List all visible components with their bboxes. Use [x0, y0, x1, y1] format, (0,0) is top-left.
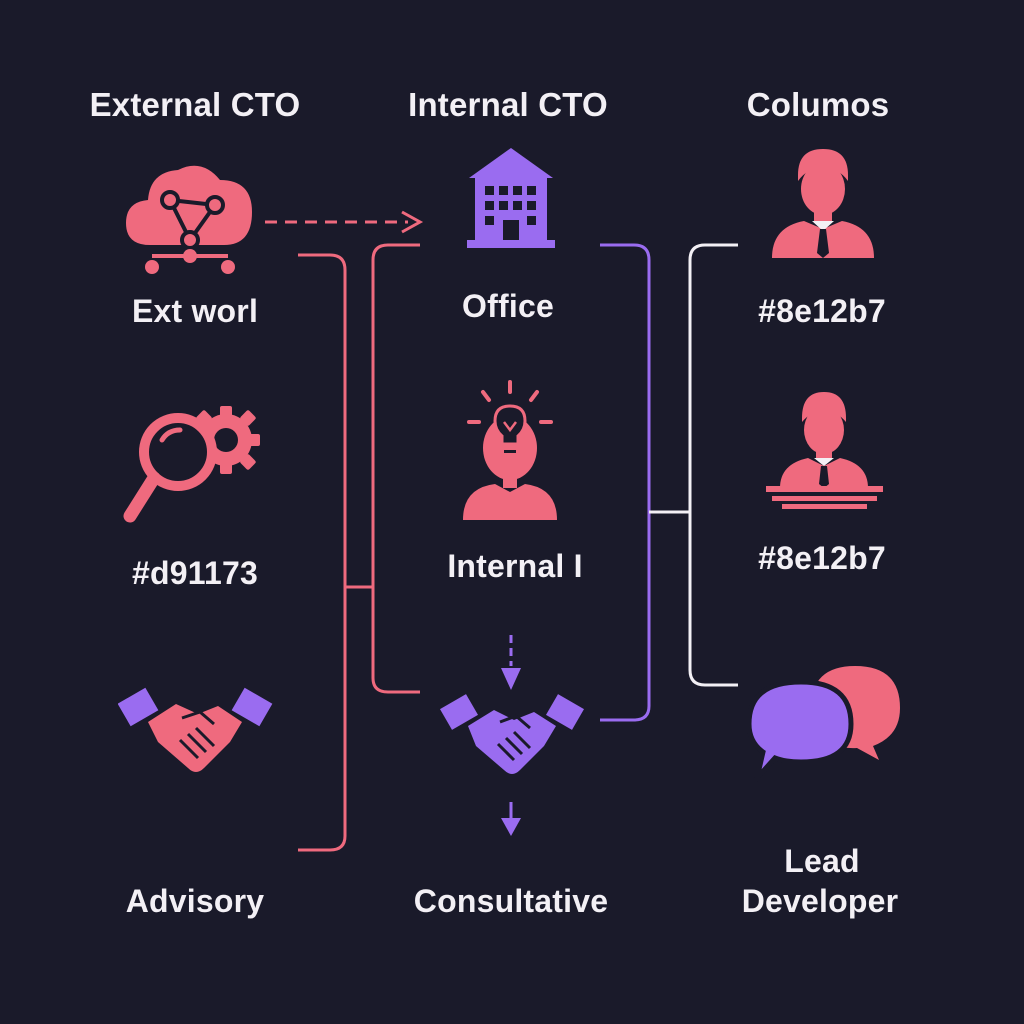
third-bracket: [688, 243, 738, 687]
label-developer: Developer: [741, 883, 899, 919]
chat-bubbles-icon: [746, 666, 900, 782]
person-tie-icon: [772, 149, 874, 258]
label-internal-i: Internal I: [447, 548, 583, 584]
label-advisory: Advisory: [125, 883, 265, 919]
label-8e12b7-second: #8e12b7: [758, 540, 886, 576]
label-8e12b7-first: #8e12b7: [758, 293, 886, 329]
internal-bracket-left: [371, 243, 420, 694]
office-building-icon: [467, 148, 555, 248]
person-lightbulb-icon: [463, 380, 557, 520]
person-desk-icon: [766, 392, 883, 509]
dashed-arrow-head: [401, 210, 424, 234]
label-office: Office: [462, 288, 554, 324]
header-internal-cto: Internal CTO: [408, 86, 608, 123]
internal-bracket-right: [600, 243, 651, 722]
cloud-network-icon: [126, 165, 252, 274]
down-arrow-top-head: [501, 668, 521, 690]
down-arrow-bottom-head: [501, 818, 521, 836]
header-columos: Columos: [746, 86, 890, 123]
header-external-cto: External CTO: [89, 86, 301, 123]
label-ext-worl: Ext worl: [131, 293, 259, 329]
magnifier-gear-icon: [123, 406, 260, 523]
handshake-icon-advisory: [118, 687, 273, 772]
label-lead: Lead: [784, 843, 860, 879]
label-d91173: #d91173: [132, 555, 258, 591]
label-consultative: Consultative: [413, 883, 609, 919]
external-bracket: [298, 253, 347, 852]
handshake-icon-consultative: [440, 694, 584, 774]
